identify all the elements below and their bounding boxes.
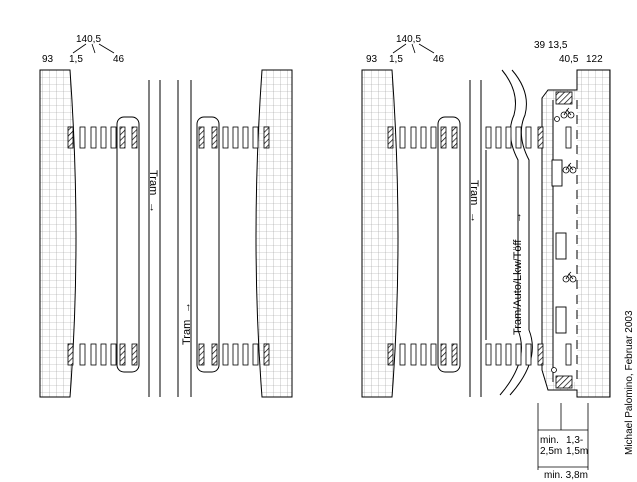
parked-car (551, 159, 563, 187)
right-lane-down: Tram → (468, 180, 480, 223)
right-dim-top: 140,5 (396, 34, 421, 45)
bicycle-icon (562, 271, 577, 283)
right-dim-d: 39 (534, 40, 546, 51)
left-dim-a: 93 (42, 54, 54, 65)
right-dim-c: 46 (433, 54, 445, 65)
bicycle-icon (560, 107, 575, 119)
left-lane-down: Tram → (147, 170, 159, 213)
left-crosswalk-top (67, 126, 270, 149)
right-crosswalk-bottom (387, 343, 572, 366)
right-tram-island (437, 116, 461, 373)
left-dim-c: 46 (113, 54, 125, 65)
svg-text:Michael Palomino, Februar 2003: Michael Palomino, Februar 2003 (624, 310, 635, 455)
left-crosswalk-bottom (67, 343, 270, 366)
right-crosswalk-top (387, 126, 572, 149)
left-dim-b: 1,5 (69, 54, 83, 65)
svg-text:Tram/Auto/Lkw/Töff: Tram/Auto/Lkw/Töff (512, 239, 524, 335)
left-lane-up: Tram → (181, 302, 193, 345)
author-credit: Michael Palomino, Februar 2003 (624, 310, 635, 455)
right-lane-up: Tram/Auto/Lkw/Töff → (512, 212, 524, 335)
svg-text:Tram: Tram (468, 180, 480, 205)
right-dim-a: 93 (366, 54, 378, 65)
left-dim-top: 140,5 (76, 34, 101, 45)
parked-car (555, 306, 567, 334)
right-panel: 140,5 93 1,5 46 39 13,5 40,5 122 (361, 34, 611, 481)
left-panel: 140,5 93 1,5 46 (39, 34, 293, 398)
width-a-line1: min. (540, 435, 559, 446)
left-sidewalk-left (39, 69, 77, 398)
right-sidewalk-left (361, 69, 399, 398)
left-tram-island-east (196, 116, 220, 373)
svg-text:→: → (468, 212, 480, 223)
width-b-line2: 1,5m (566, 446, 588, 457)
right-dim-f: 40,5 (559, 54, 579, 65)
left-tram-island-west (116, 116, 140, 373)
left-sidewalk-right (255, 69, 293, 398)
svg-text:Tram: Tram (181, 320, 193, 345)
width-b-line1: 1,3- (566, 435, 583, 446)
width-total: min. 3,8m (544, 470, 588, 481)
right-dim-b: 1,5 (389, 54, 403, 65)
svg-text:→: → (512, 212, 524, 223)
right-dim-e: 13,5 (548, 40, 568, 51)
width-a-line2: 2,5m (540, 446, 562, 457)
pedestrian-icon (551, 367, 557, 373)
svg-text:Tram: Tram (147, 170, 159, 195)
right-dim-g: 122 (586, 54, 603, 65)
pedestrian-icon (554, 116, 560, 122)
svg-text:→: → (147, 202, 159, 213)
parked-car (555, 232, 567, 260)
bicycle-icon (562, 162, 577, 174)
svg-text:→: → (181, 302, 193, 313)
